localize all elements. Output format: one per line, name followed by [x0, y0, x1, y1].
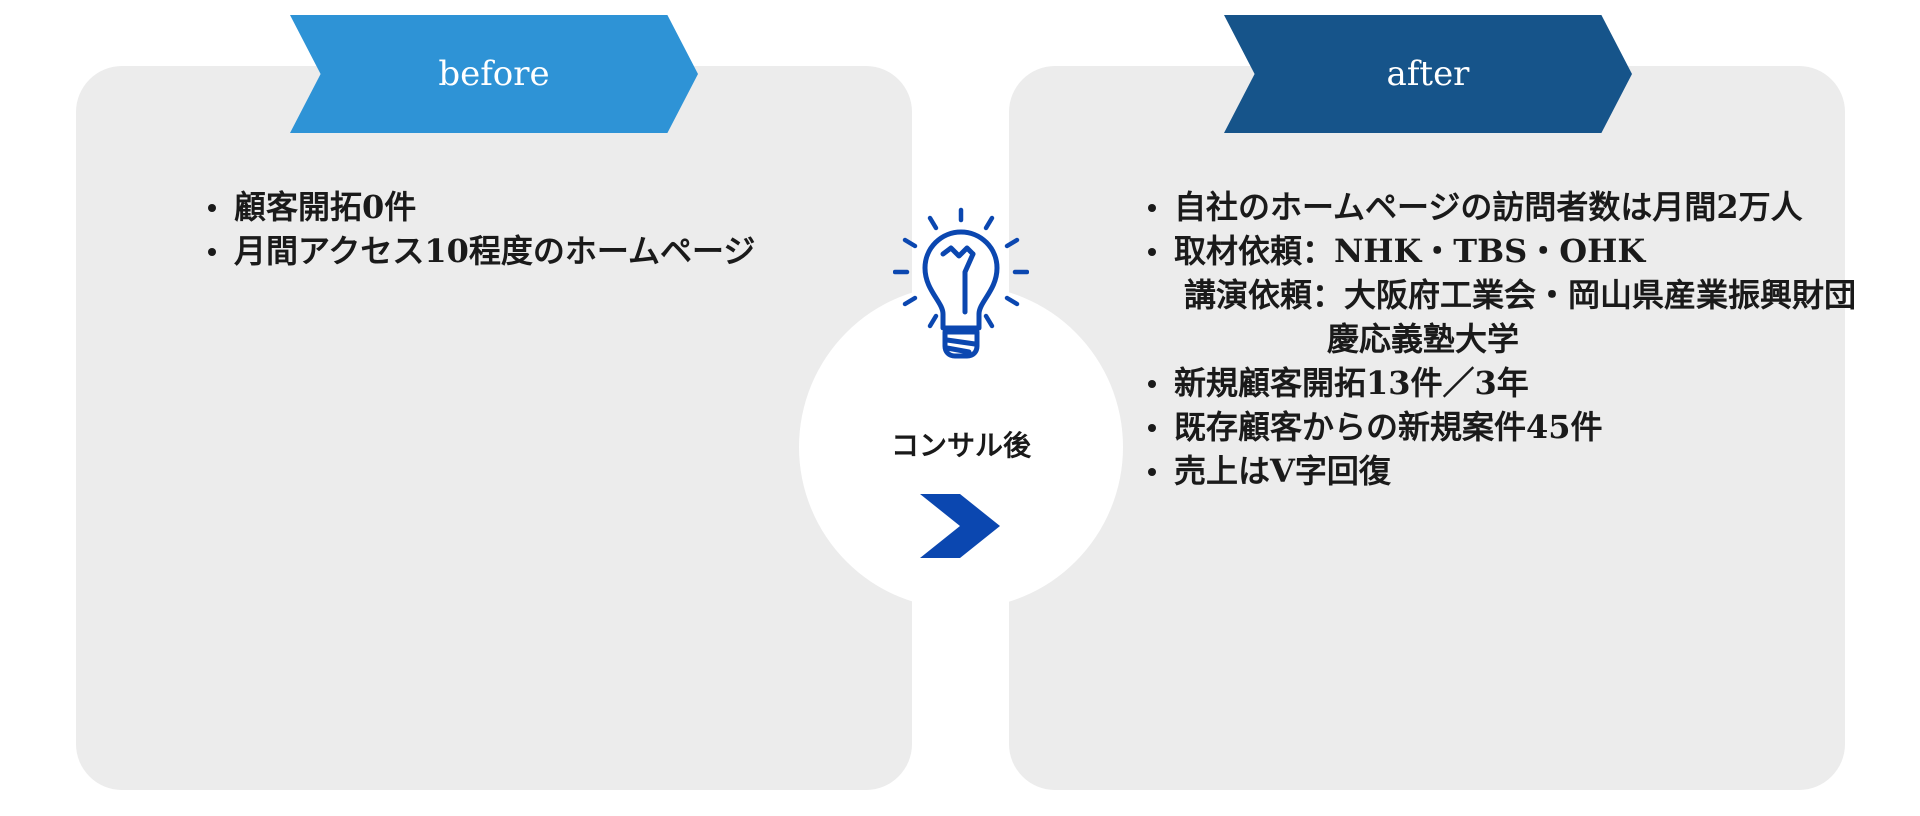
lightbulb-icon	[893, 207, 1029, 359]
after-item: 取材依頼：NHK・TBS・OHK	[1144, 229, 1856, 273]
after-item: 自社のホームページの訪問者数は月間2万人	[1144, 185, 1856, 229]
after-list: 自社のホームページの訪問者数は月間2万人 取材依頼：NHK・TBS・OHK 講演…	[1144, 185, 1856, 493]
before-item: 月間アクセス10程度のホームページ	[204, 229, 755, 273]
chevron-right-icon	[920, 494, 1000, 558]
after-ribbon: after	[1224, 15, 1632, 133]
after-item: 講演依頼：大阪府工業会・岡山県産業振興財団	[1184, 276, 1857, 314]
before-list: 顧客開拓0件 月間アクセス10程度のホームページ	[204, 185, 755, 273]
before-title: before	[438, 54, 550, 94]
before-panel	[76, 66, 912, 790]
after-title: after	[1386, 54, 1470, 94]
after-item: 既存顧客からの新規案件45件	[1144, 405, 1856, 449]
center-label: コンサル後	[890, 429, 1031, 462]
before-ribbon: before	[290, 15, 698, 133]
before-item: 顧客開拓0件	[204, 185, 755, 229]
after-item: 慶応義塾大学	[1327, 320, 1520, 358]
after-item: 新規顧客開拓13件／3年	[1144, 361, 1856, 405]
after-item: 売上はV字回復	[1144, 449, 1856, 493]
